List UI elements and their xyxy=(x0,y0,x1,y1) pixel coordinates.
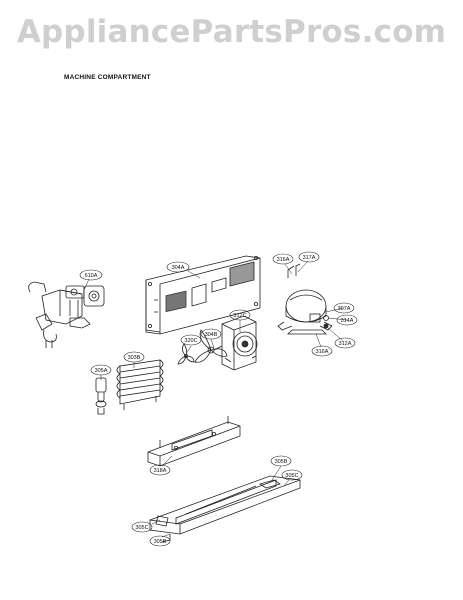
callout-314a: 314A xyxy=(341,318,354,324)
section-title: MACHINE COMPARTMENT xyxy=(64,74,151,81)
callout-303b: 303B xyxy=(128,355,141,361)
fan-blade-small xyxy=(177,343,195,365)
callout-305b-top: 305B xyxy=(275,459,288,465)
callout-312a: 312A xyxy=(339,341,352,347)
fan-blade xyxy=(194,329,228,363)
callout-316a-bottom: 316A xyxy=(316,349,329,355)
watermark: AppliancePartsPros.com xyxy=(16,14,447,50)
callout-305a: 305A xyxy=(95,368,108,374)
drain-tray-cover xyxy=(147,416,241,467)
callout-320c: 320C xyxy=(184,338,197,344)
callout-305c-left: 305C xyxy=(135,525,148,531)
compressor xyxy=(277,263,333,335)
callout-307a: 307A xyxy=(338,306,351,312)
callout-318a: 318A xyxy=(154,468,167,474)
water-valve-assembly xyxy=(28,281,105,348)
callout-316a-top: 316A xyxy=(277,257,290,263)
callout-ovals xyxy=(79,251,358,547)
back-cover-plate xyxy=(145,255,261,335)
callout-304a: 304A xyxy=(172,265,185,271)
base-plate xyxy=(149,475,301,543)
callout-304b: 304B xyxy=(205,332,218,338)
callout-312c: 312C xyxy=(233,313,246,319)
drain-fitting xyxy=(95,377,107,415)
callout-610a: 610A xyxy=(85,273,98,279)
callout-305b-bottom: 305B xyxy=(154,539,167,545)
fan-motor-bracket xyxy=(221,315,258,371)
callout-317a: 317A xyxy=(303,255,316,261)
condenser-coil xyxy=(116,359,164,410)
leader-lines xyxy=(83,260,348,538)
callout-305c-right: 305C xyxy=(285,473,298,479)
